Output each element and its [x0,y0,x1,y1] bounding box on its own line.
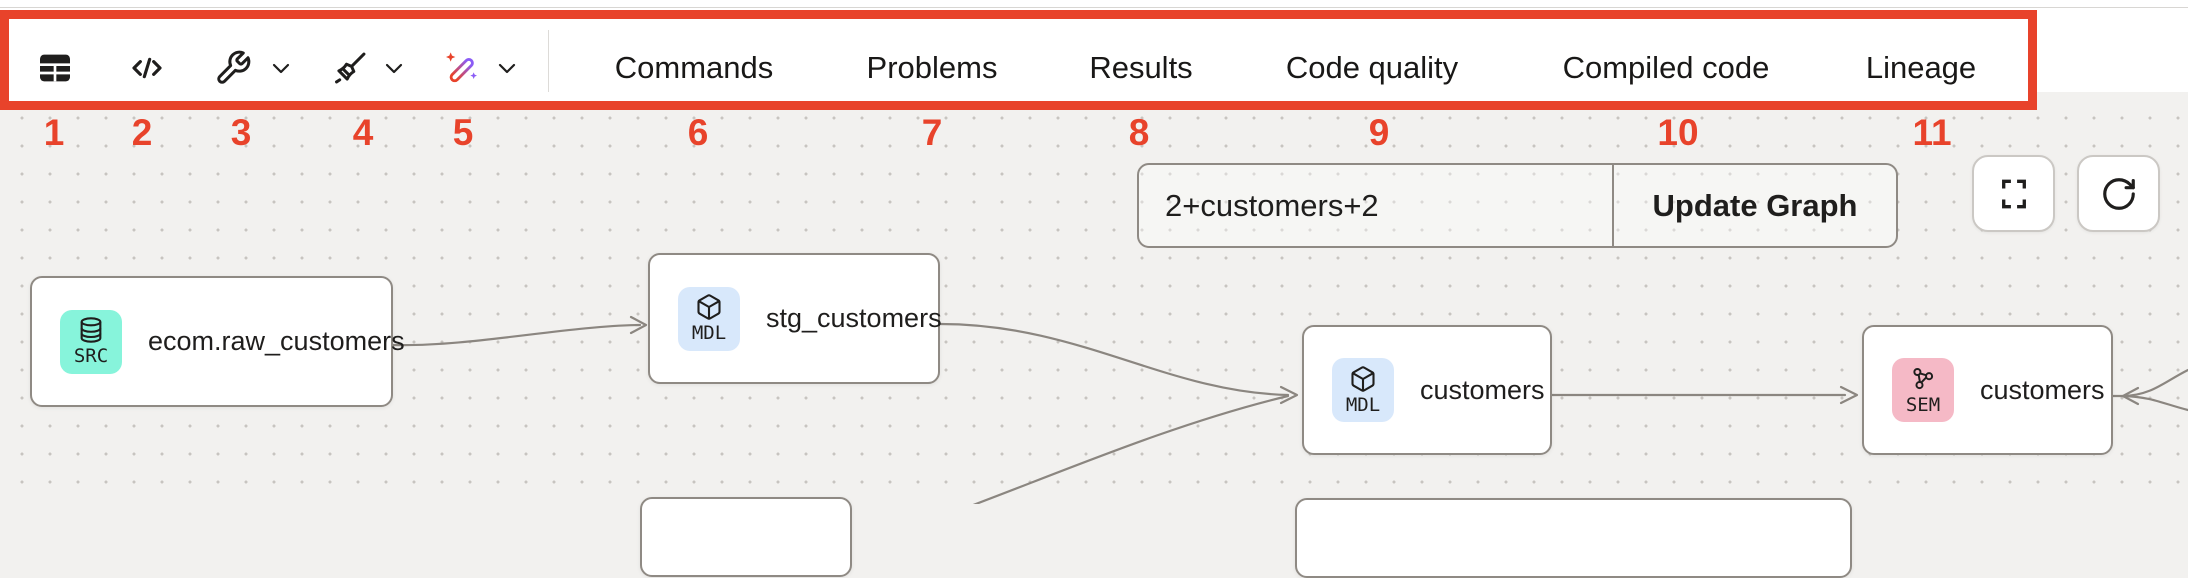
update-graph-button[interactable]: Update Graph [1652,187,1858,223]
chevron-down-icon[interactable] [269,56,293,80]
graph-filter-bar: Update Graph [1137,163,1898,248]
refresh-button[interactable] [2077,155,2160,232]
node-label: stg_customers [766,303,942,333]
code-icon[interactable] [127,48,167,88]
tab-code-quality[interactable]: Code quality [1285,50,1459,85]
tab-compiled-code[interactable]: Compiled code [1562,50,1770,85]
filter-bar-divider [1612,165,1614,246]
fullscreen-button[interactable] [1972,155,2055,232]
tab-results[interactable]: Results [1089,50,1193,85]
annotation-number-6: 6 [687,112,709,153]
annotation-number-2: 2 [131,112,153,153]
chevron-down-icon[interactable] [495,56,519,80]
annotation-number-11: 11 [1912,112,1952,153]
wrench-icon[interactable] [214,49,252,87]
magic-wand-icon[interactable] [443,48,483,88]
annotation-number-3: 3 [230,112,252,153]
cube-icon [697,294,721,320]
annotation-highlight-box [0,10,2037,110]
lineage-node-partial-right[interactable] [1295,498,1852,578]
annotation-number-7: 7 [921,112,943,153]
refresh-icon [2102,177,2135,210]
annotation-number-9: 9 [1368,112,1390,153]
editor-toolbar: Commands Problems Results Code quality C… [0,10,2037,110]
table-icon[interactable] [35,48,75,88]
annotation-number-8: 8 [1128,112,1150,153]
top-divider-line [0,7,2188,8]
lineage-node-customers-mdl[interactable]: MDL customers [1302,325,1552,455]
tab-problems[interactable]: Problems [866,50,998,85]
lineage-node-stg-customers[interactable]: MDL stg_customers [648,253,942,384]
annotation-number-10: 10 [1657,112,1699,153]
cube-icon [1351,365,1375,392]
chevron-down-icon[interactable] [382,56,406,80]
tab-lineage[interactable]: Lineage [1865,50,1977,85]
broom-icon[interactable] [331,49,369,87]
annotation-number-5: 5 [452,112,474,153]
node-label: ecom.raw_customers [148,326,405,356]
fullscreen-icon [2001,179,2026,208]
annotation-number-4: 4 [352,112,374,153]
semantic-graph-icon [1913,367,1934,389]
lineage-node-partial-left[interactable] [640,497,852,577]
annotation-number-1: 1 [43,112,65,153]
node-type-badge-mdl: MDL [1332,358,1394,422]
node-type-badge-sem: SEM [1892,358,1954,422]
node-label: customers [1980,374,2105,405]
lineage-node-customers-sem[interactable]: SEM customers [1862,325,2113,455]
lineage-node-ecom-raw-customers[interactable]: SRC ecom.raw_customers [30,276,405,407]
toolbar-divider [548,30,549,92]
tab-commands[interactable]: Commands [614,50,774,85]
graph-filter-input[interactable] [1139,165,1612,246]
node-type-badge-mdl: MDL [678,286,740,351]
database-icon [80,317,102,343]
node-type-badge-src: SRC [60,309,122,374]
node-label: customers [1420,374,1545,405]
